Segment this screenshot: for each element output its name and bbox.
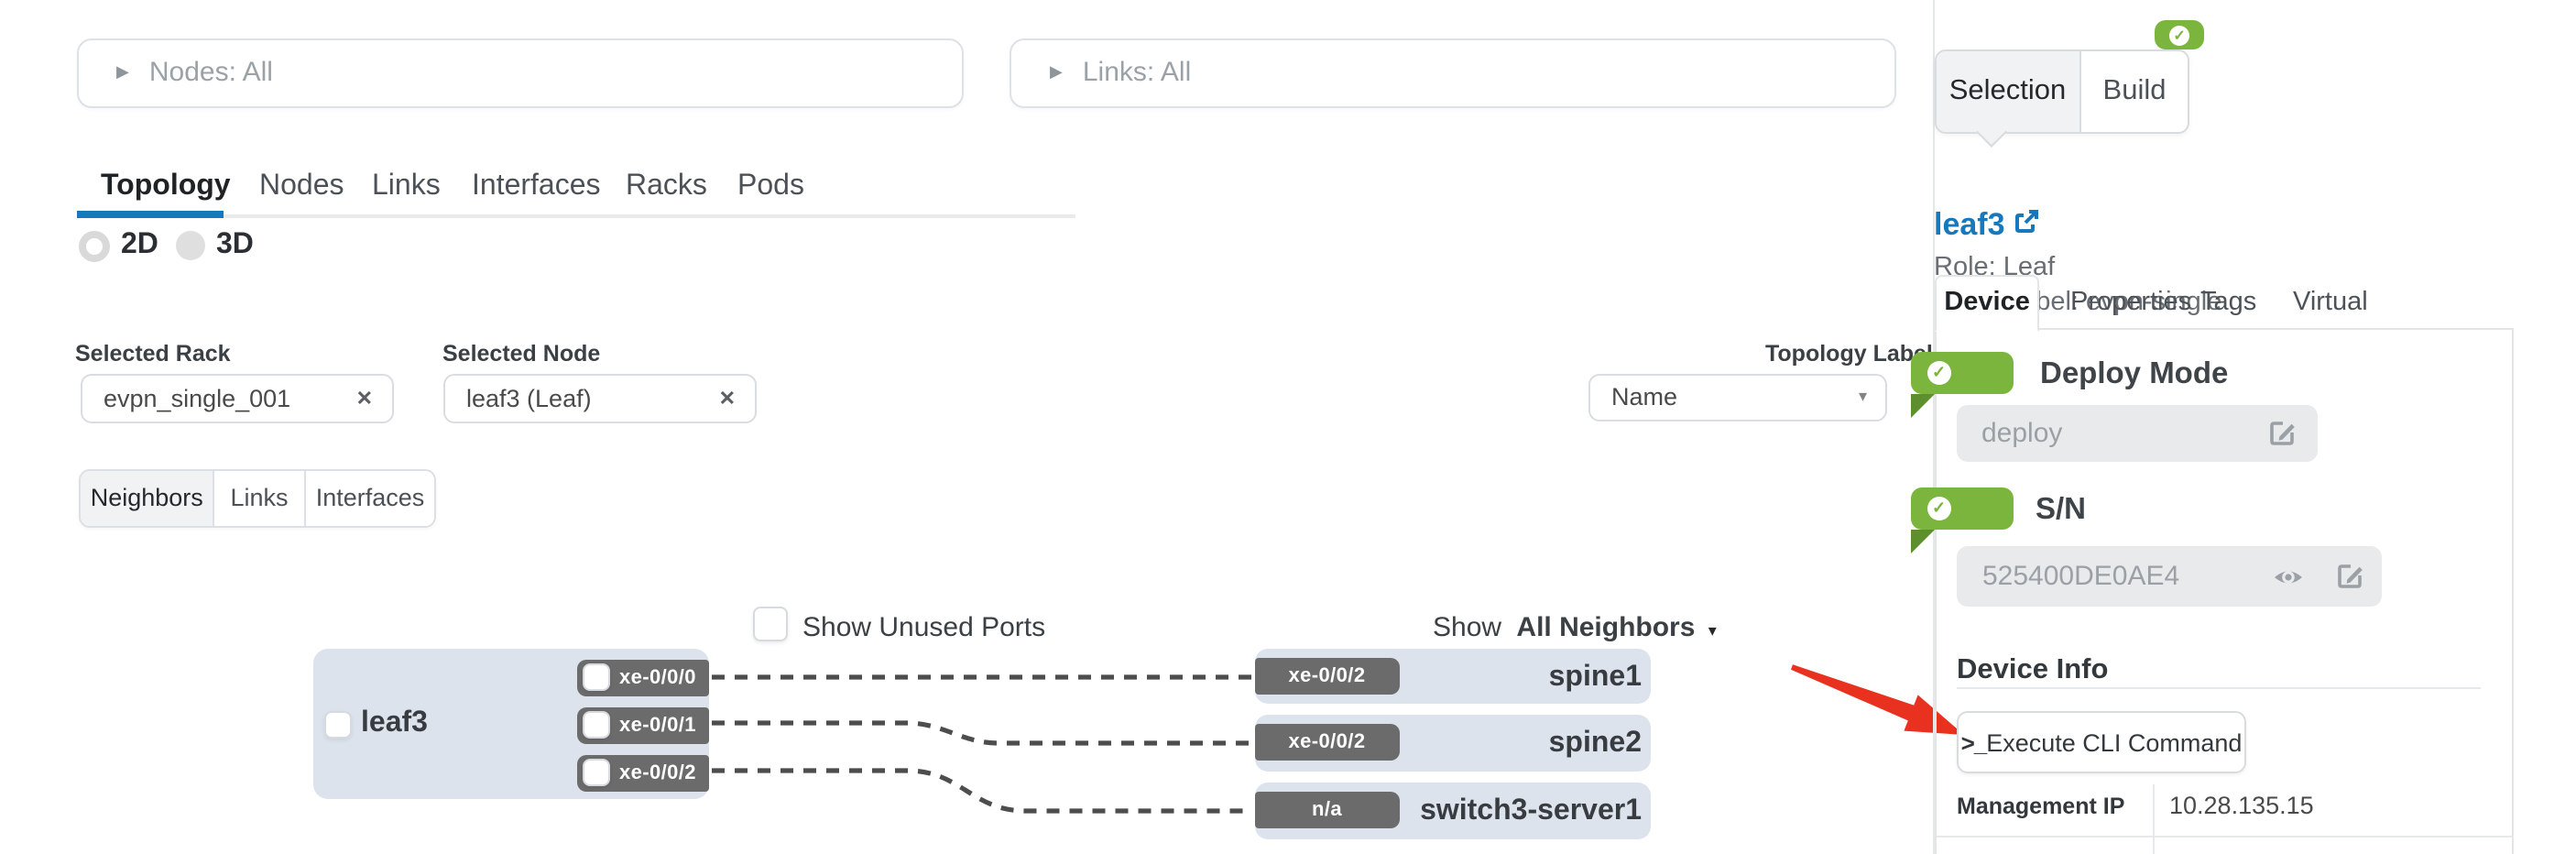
neighbor-port-tab[interactable]: xe-0/0/2 [1255, 657, 1399, 695]
neighbor-name-spine2: spine2 [1548, 728, 1642, 759]
tab-links[interactable]: Links [372, 170, 441, 202]
clear-icon[interactable]: ✕ [718, 388, 736, 410]
tab-nodes[interactable]: Nodes [259, 170, 344, 202]
detail-tab-device[interactable]: Device [1934, 275, 2040, 331]
link-leaf3-switch3-server1 [712, 768, 1251, 814]
topology-label-label: Topology Label [1765, 341, 1933, 367]
radio-3d-label: 3D [216, 229, 254, 260]
node-link[interactable]: leaf3 [1934, 206, 2005, 241]
table-column-divider [2153, 784, 2155, 854]
deploy-status-badge: ✓ [1910, 352, 2013, 394]
edit-icon[interactable] [2336, 561, 2365, 590]
show-unused-ports-label: Show Unused Ports [802, 611, 1046, 642]
segment-interfaces[interactable]: Interfaces [305, 470, 434, 526]
panel-divider [1932, 0, 1935, 854]
sn-title: S/N [2036, 492, 2087, 525]
selected-node-label: Selected Node [442, 341, 601, 367]
neighbor-name-switch3-server1: switch3-server1 [1420, 795, 1642, 827]
topology-label-value: Name [1611, 383, 1678, 411]
topology-label-select[interactable]: Name ▾ [1588, 373, 1887, 421]
sn-value: 525400DE0AE4 [1982, 560, 2180, 591]
tab-racks[interactable]: Racks [626, 170, 707, 202]
port-tab-xe001[interactable]: xe-0/0/1 [577, 706, 708, 743]
execute-cli-command-button[interactable]: >_ Execute CLI Command [1957, 711, 2246, 773]
radio-2d[interactable] [78, 230, 109, 261]
port-label: xe-0/0/2 [1288, 664, 1366, 687]
segment-links[interactable]: Links [213, 470, 306, 526]
caret-right-icon: ▶ [1050, 62, 1063, 81]
port-label: xe-0/0/1 [619, 714, 696, 736]
tab-pods[interactable]: Pods [737, 170, 804, 202]
deploy-mode-value: deploy [1981, 417, 2063, 448]
device-info-title: Device Info [1957, 653, 2109, 684]
show-unused-ports-checkbox[interactable] [753, 607, 788, 641]
port-tab-xe000[interactable]: xe-0/0/0 [577, 659, 708, 695]
deploy-mode-field: deploy [1956, 404, 2318, 461]
table-row-value: 10.28.135.15 [2169, 792, 2314, 819]
detail-content-box [1934, 328, 2515, 854]
clear-icon[interactable]: ✕ [355, 388, 373, 410]
port-label: xe-0/0/2 [1288, 731, 1366, 754]
selected-rack-label: Selected Rack [75, 341, 231, 367]
check-circle-icon: ✓ [1927, 496, 1951, 521]
detail-tab-properties[interactable]: Properties [2070, 287, 2192, 316]
tab-topology[interactable]: Topology [101, 170, 231, 202]
port-checkbox[interactable] [583, 759, 610, 786]
build-status-badge: ✓ [2154, 19, 2205, 50]
port-label: n/a [1312, 799, 1342, 822]
active-tab-indicator [76, 211, 224, 217]
leaf3-checkbox[interactable] [323, 710, 351, 738]
chevron-down-icon: ▾ [1708, 620, 1717, 639]
table-row-border [1936, 835, 2514, 837]
links-filter-label: Links: All [1082, 57, 1192, 88]
edit-icon[interactable] [2268, 418, 2298, 447]
neighbor-name-spine1: spine1 [1548, 661, 1642, 692]
radio-3d[interactable] [175, 231, 204, 260]
check-circle-icon: ✓ [1927, 360, 1951, 386]
table-row-label: Management IP [1957, 794, 2125, 819]
panel-tab-build[interactable]: Build [2102, 75, 2167, 106]
deploy-mode-title: Deploy Mode [2040, 356, 2229, 389]
panel-tab-bar: Selection Build [1934, 49, 2189, 134]
links-filter[interactable]: ▶ Links: All [1010, 38, 1896, 107]
detail-tab-tags[interactable]: Tags [2200, 287, 2257, 316]
tab-interfaces[interactable]: Interfaces [472, 170, 601, 202]
nodes-filter-label: Nodes: All [148, 57, 273, 88]
show-neighbors-prefix: Show [1433, 611, 1502, 642]
neighbor-port-tab[interactable]: n/a [1255, 792, 1399, 829]
terminal-icon: >_ [1960, 728, 1988, 756]
eye-icon[interactable] [2272, 560, 2305, 593]
tabs-underline [76, 214, 1075, 217]
chevron-down-icon: ▾ [1858, 387, 1867, 405]
badge-fold [1910, 393, 1934, 417]
badge-fold [1910, 529, 1934, 553]
port-checkbox[interactable] [583, 711, 610, 739]
sn-field: 525400DE0AE4 [1957, 545, 2382, 606]
port-tab-xe002[interactable]: xe-0/0/2 [577, 754, 708, 791]
selected-rack-input[interactable]: evpn_single_001 ✕ [80, 373, 393, 422]
selected-rack-value: evpn_single_001 [104, 384, 291, 411]
caret-right-icon: ▶ [116, 62, 129, 81]
radio-2d-label: 2D [121, 229, 158, 260]
device-info-divider [1957, 686, 2481, 688]
sn-status-badge: ✓ [1910, 487, 2013, 530]
external-link-icon[interactable] [2014, 209, 2039, 235]
selected-node-input[interactable]: leaf3 (Leaf) ✕ [442, 373, 756, 422]
show-neighbors-dropdown[interactable]: Show All Neighbors ▾ [1433, 611, 1717, 642]
leaf3-name: leaf3 [361, 707, 428, 739]
selected-node-value: leaf3 (Leaf) [466, 384, 592, 411]
check-circle-icon: ✓ [2169, 25, 2190, 46]
segment-neighbors[interactable]: Neighbors [81, 470, 214, 526]
panel-tab-selection[interactable]: Selection [1936, 51, 2081, 132]
show-neighbors-value: All Neighbors [1516, 611, 1696, 642]
detail-tab-virtual[interactable]: Virtual [2293, 287, 2368, 316]
port-label: xe-0/0/2 [619, 761, 696, 783]
link-leaf3-spine2 [712, 720, 1251, 746]
execute-cli-command-label: Execute CLI Command [1986, 728, 2243, 756]
port-checkbox[interactable] [583, 663, 610, 691]
port-label: xe-0/0/0 [619, 666, 696, 688]
neighbor-port-tab[interactable]: xe-0/0/2 [1255, 724, 1399, 761]
detail-view-switcher: Neighbors Links Interfaces [79, 468, 436, 528]
nodes-filter[interactable]: ▶ Nodes: All [76, 38, 963, 107]
